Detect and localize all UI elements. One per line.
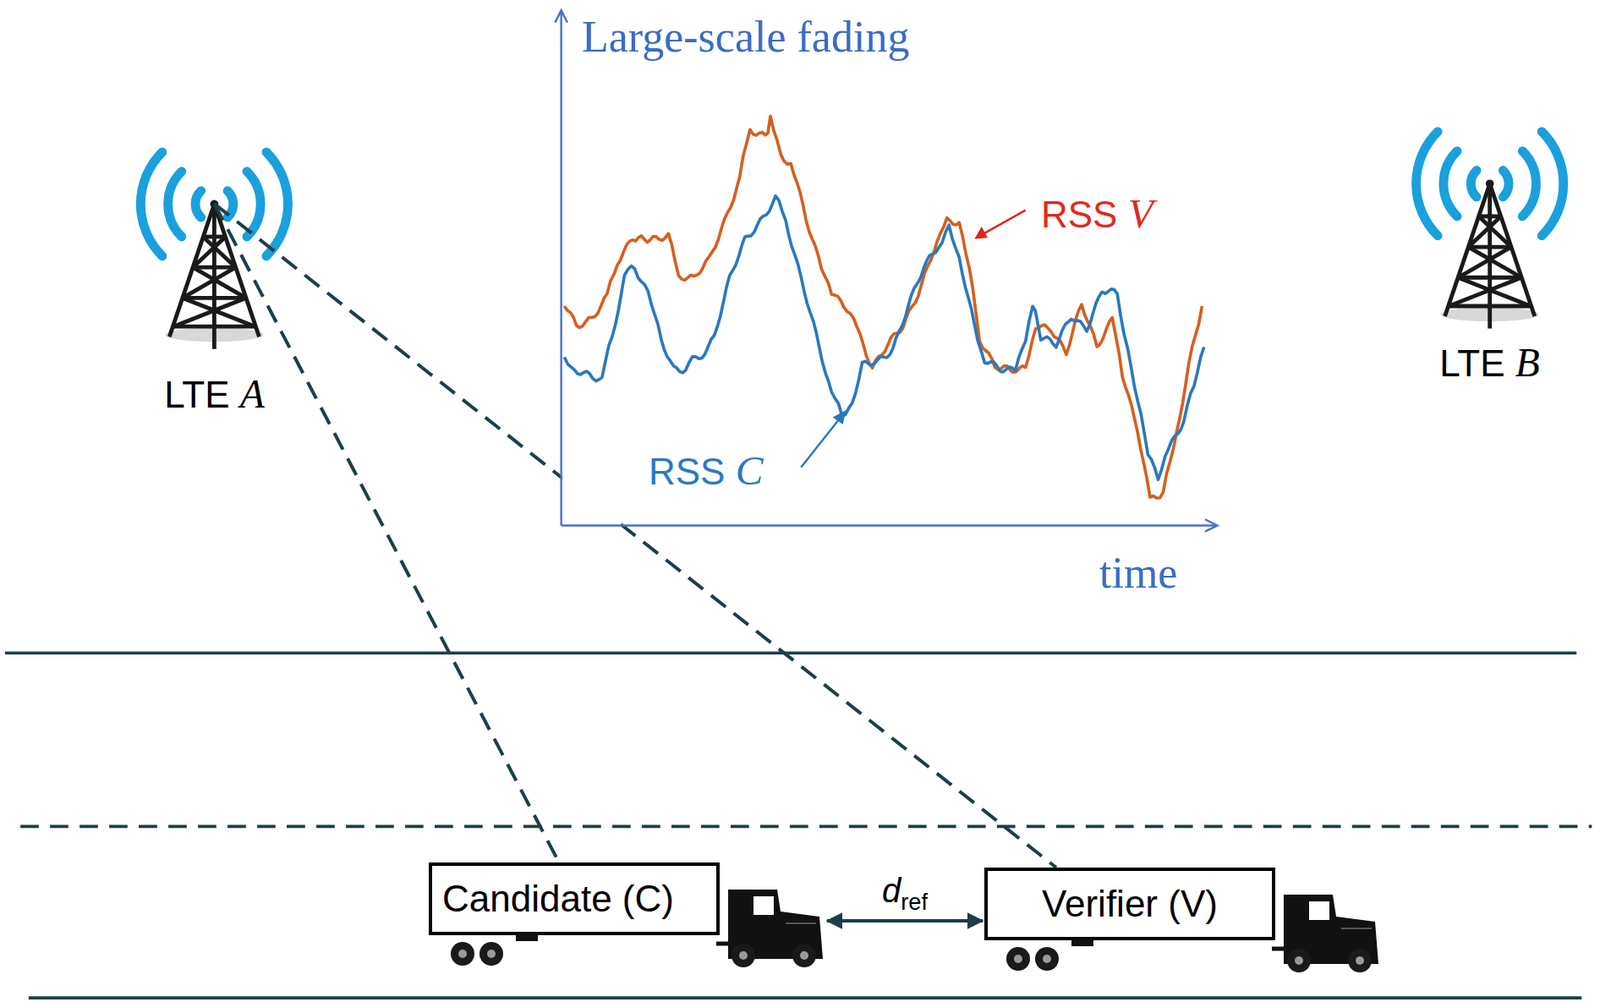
truck-node: Verifier (V) <box>984 867 1381 976</box>
chart-axes <box>554 10 1217 532</box>
tower-label: LTE B <box>1439 339 1540 386</box>
lte-tower <box>1416 131 1564 329</box>
series-label: RSS V <box>1041 189 1154 238</box>
signal-path <box>214 203 560 863</box>
plot-area <box>562 20 1206 524</box>
distance-label: dref <box>882 871 928 916</box>
series-label: RSS C <box>648 446 764 495</box>
distance-arrow <box>827 919 983 923</box>
tower-label: LTE A <box>164 371 265 417</box>
chart-title: Large-scale fading <box>581 11 910 62</box>
road-edge <box>28 996 1582 1000</box>
lane-divider <box>20 825 1592 829</box>
truck-label: Verifier (V) <box>1041 882 1218 926</box>
road-edge <box>5 651 1577 655</box>
leader-line <box>800 210 1025 468</box>
rss-c-curve <box>564 196 1205 481</box>
lte-tower-node: LTE A <box>168 203 261 337</box>
rss-v-curve <box>564 115 1202 499</box>
truck-node: Candidate (C) <box>428 862 826 971</box>
road <box>5 652 1592 998</box>
axis-label: time <box>1099 547 1178 598</box>
truck-label: Candidate (C) <box>442 877 674 921</box>
lte-tower <box>140 152 288 350</box>
lte-tower-node: LTE B <box>1443 183 1536 317</box>
